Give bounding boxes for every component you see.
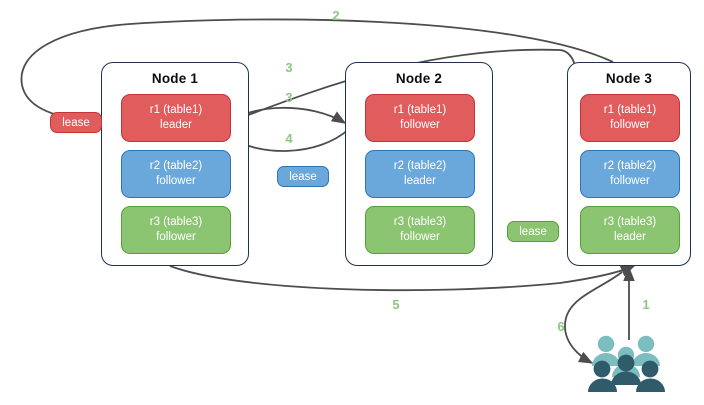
lease-chip-table2[interactable]: lease: [277, 166, 329, 187]
replica-name: r1 (table1): [603, 104, 657, 117]
replica-name: r3 (table3): [603, 216, 657, 229]
step-label-2: 2: [328, 8, 344, 23]
replica-role: follower: [400, 119, 440, 131]
replica-role: leader: [160, 119, 192, 131]
replica-r3[interactable]: r3 (table3) leader: [580, 206, 680, 254]
replica-r2[interactable]: r2 (table2) follower: [121, 150, 231, 198]
replica-role: follower: [610, 119, 650, 131]
step-label-5: 5: [388, 297, 404, 312]
step-label-1: 1: [638, 297, 654, 312]
replica-r1[interactable]: r1 (table1) follower: [580, 94, 680, 142]
step-text: 2: [332, 8, 340, 23]
replica-name: r1 (table1): [149, 104, 203, 117]
replica-name: r2 (table2): [393, 160, 447, 173]
step-label-3b: 3: [281, 90, 297, 105]
replica-name: r3 (table3): [149, 216, 203, 229]
replica-role: follower: [156, 175, 196, 187]
replica-r3[interactable]: r3 (table3) follower: [121, 206, 231, 254]
lease-chip-table1[interactable]: lease: [50, 112, 102, 133]
replica-name: r3 (table3): [393, 216, 447, 229]
step-text: 6: [557, 319, 565, 334]
users-icon: [588, 335, 665, 392]
replica-name: r2 (table2): [603, 160, 657, 173]
node-title: Node 2: [395, 71, 443, 86]
node-title: Node 1: [151, 71, 199, 86]
replica-r1[interactable]: r1 (table1) follower: [365, 94, 475, 142]
step-label-3a: 3: [281, 60, 297, 75]
step-label-4: 4: [281, 131, 297, 146]
replica-role: leader: [404, 175, 436, 187]
arrow-step-6: [564, 271, 623, 364]
replica-r2[interactable]: r2 (table2) follower: [580, 150, 680, 198]
step-text: 5: [392, 297, 400, 312]
step-text: 3: [285, 90, 293, 105]
replica-r3[interactable]: r3 (table3) follower: [365, 206, 475, 254]
replica-role: follower: [400, 231, 440, 243]
node-card-node3[interactable]: Node 3 r1 (table1) follower r2 (table2) …: [567, 62, 691, 266]
lease-chip-table3[interactable]: lease: [507, 221, 559, 242]
node-card-node1[interactable]: Node 1 r1 (table1) leader r2 (table2) fo…: [101, 62, 249, 266]
replica-name: r1 (table1): [393, 104, 447, 117]
step-label-6: 6: [553, 319, 569, 334]
replica-role: leader: [614, 231, 646, 243]
replica-name: r2 (table2): [149, 160, 203, 173]
arrow-step-5: [169, 265, 636, 292]
arrow-step-2: [20, 18, 614, 126]
lease-label: lease: [62, 116, 90, 129]
step-text: 4: [285, 131, 293, 146]
lease-label: lease: [289, 170, 317, 183]
lease-label: lease: [519, 225, 547, 238]
node-title: Node 3: [605, 71, 653, 86]
step-text: 1: [642, 297, 650, 312]
replica-r2[interactable]: r2 (table2) leader: [365, 150, 475, 198]
node-card-node2[interactable]: Node 2 r1 (table1) follower r2 (table2) …: [345, 62, 493, 266]
replica-role: follower: [610, 175, 650, 187]
replica-r1[interactable]: r1 (table1) leader: [121, 94, 231, 142]
step-text: 3: [285, 60, 293, 75]
replica-role: follower: [156, 231, 196, 243]
